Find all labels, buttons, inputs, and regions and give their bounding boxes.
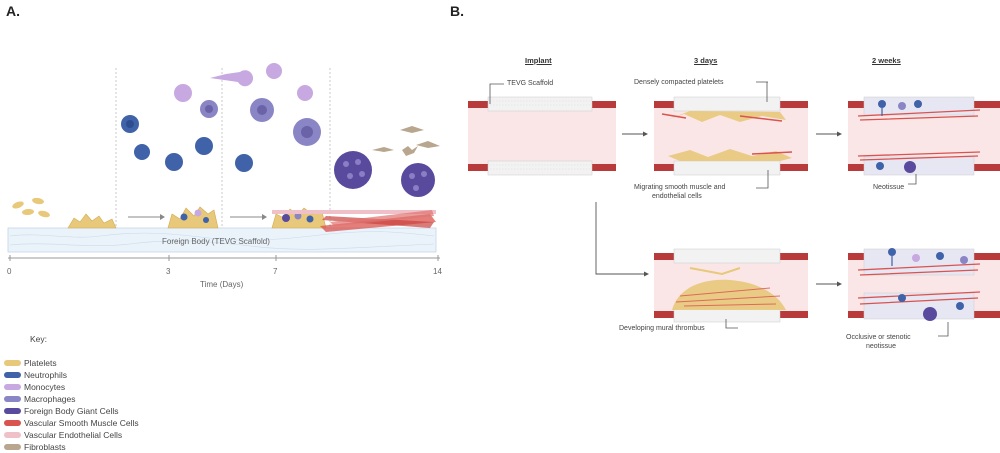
monocytes-swatch (4, 384, 21, 390)
neutrophil-icon (306, 215, 314, 223)
neutrophil-icon (235, 154, 253, 172)
panel-a-diagram (7, 63, 440, 261)
giant-cell-icon (923, 307, 937, 321)
monocyte-icon (194, 209, 202, 217)
macrophage-icon (294, 212, 302, 220)
giant-cell-icon (401, 163, 435, 197)
col-header-implant: Implant (525, 56, 552, 65)
panel-b-diagram (468, 81, 1000, 337)
giant-cell-icon (334, 151, 372, 189)
migrating-cells-label-line1: Migrating smooth muscle and (634, 184, 726, 191)
key-title: Key: (30, 334, 48, 344)
macrophages-swatch (4, 396, 21, 402)
platelet-icon (22, 208, 34, 216)
tick-label: 14 (433, 267, 442, 276)
tick-label: 0 (7, 267, 12, 276)
giant-cells-swatch (4, 408, 21, 414)
occlusive-label-line2: neotissue (866, 343, 896, 350)
key-item-monocytes: Monocytes (4, 381, 65, 393)
key-item-giant-cells: Foreign Body Giant Cells (4, 405, 119, 417)
occlusive-label-line1: Occlusive or stenotic (846, 334, 911, 341)
mural-thrombus-label: Developing mural thrombus (619, 325, 705, 332)
platelets-swatch (4, 360, 21, 366)
endothelial-swatch (4, 432, 21, 438)
key-item-fibroblasts: Fibroblasts (4, 441, 66, 453)
mural-thrombus (672, 279, 786, 310)
compacted-platelets-label: Densely compacted platelets (634, 79, 724, 86)
platelet-aggregate (67, 213, 117, 229)
vessel-3-days-thrombus (654, 248, 808, 323)
col-header-2-weeks: 2 weeks (872, 56, 901, 65)
neotissue-label: Neotissue (873, 184, 905, 191)
vessel-2-weeks-occlusive (848, 248, 1000, 321)
platelet-aggregate (668, 149, 792, 161)
smooth-muscle-swatch (4, 420, 21, 426)
key-item-macrophages: Macrophages (4, 393, 76, 405)
neutrophil-icon (180, 213, 188, 221)
neutrophil-icon (203, 217, 209, 223)
neutrophil-icon (134, 144, 150, 160)
platelet-icon (38, 210, 50, 218)
monocyte-icon (297, 85, 313, 101)
neutrophils-swatch (4, 372, 21, 378)
monocyte-icon (266, 63, 282, 79)
monocyte-icon (174, 84, 192, 102)
tick-label: 3 (166, 267, 171, 276)
neutrophil-icon (195, 137, 213, 155)
vessel-implant (468, 96, 616, 176)
key-item-neutrophils: Neutrophils (4, 369, 67, 381)
scaffold-icon (487, 160, 593, 176)
scaffold-label: Foreign Body (TEVG Scaffold) (162, 237, 270, 246)
axis-label: Time (Days) (200, 280, 244, 289)
fibroblast-icon (400, 126, 424, 133)
fibroblast-icon (372, 147, 394, 152)
neutrophil-icon (165, 153, 183, 171)
panel-a-label: A. (6, 3, 20, 19)
smooth-muscle-layer (857, 109, 981, 161)
migrating-cells-label-line2: endothelial cells (652, 193, 702, 200)
col-header-3-days: 3 days (694, 56, 718, 65)
giant-cell-icon (904, 161, 916, 173)
platelet-icon (32, 197, 44, 205)
key-item-endothelial: Vascular Endothelial Cells (4, 429, 122, 441)
smooth-muscle-layer (320, 210, 436, 232)
key-item-platelets: Platelets (4, 357, 57, 369)
neutrophil-icon (878, 100, 886, 108)
key-legend: Key: Platelets Neutrophils Monocytes Mac… (0, 334, 230, 453)
tevg-scaffold-label: TEVG Scaffold (507, 80, 554, 87)
monocyte-icon (210, 70, 254, 87)
vessel-2-weeks (848, 96, 1000, 176)
giant-cell-icon (282, 214, 290, 222)
key-item-smooth-muscle: Vascular Smooth Muscle Cells (4, 417, 139, 429)
platelet-aggregate (666, 111, 786, 122)
fibroblasts-swatch (4, 444, 21, 450)
panel-b-label: B. (450, 3, 464, 19)
fibroblast-icon (416, 141, 440, 148)
scaffold-icon (487, 96, 593, 112)
platelet-icon (12, 201, 24, 209)
endothelial-layer (272, 210, 436, 214)
vessel-3-days (654, 96, 808, 176)
fibroblast-icon (402, 146, 418, 156)
tick-label: 7 (273, 267, 278, 276)
